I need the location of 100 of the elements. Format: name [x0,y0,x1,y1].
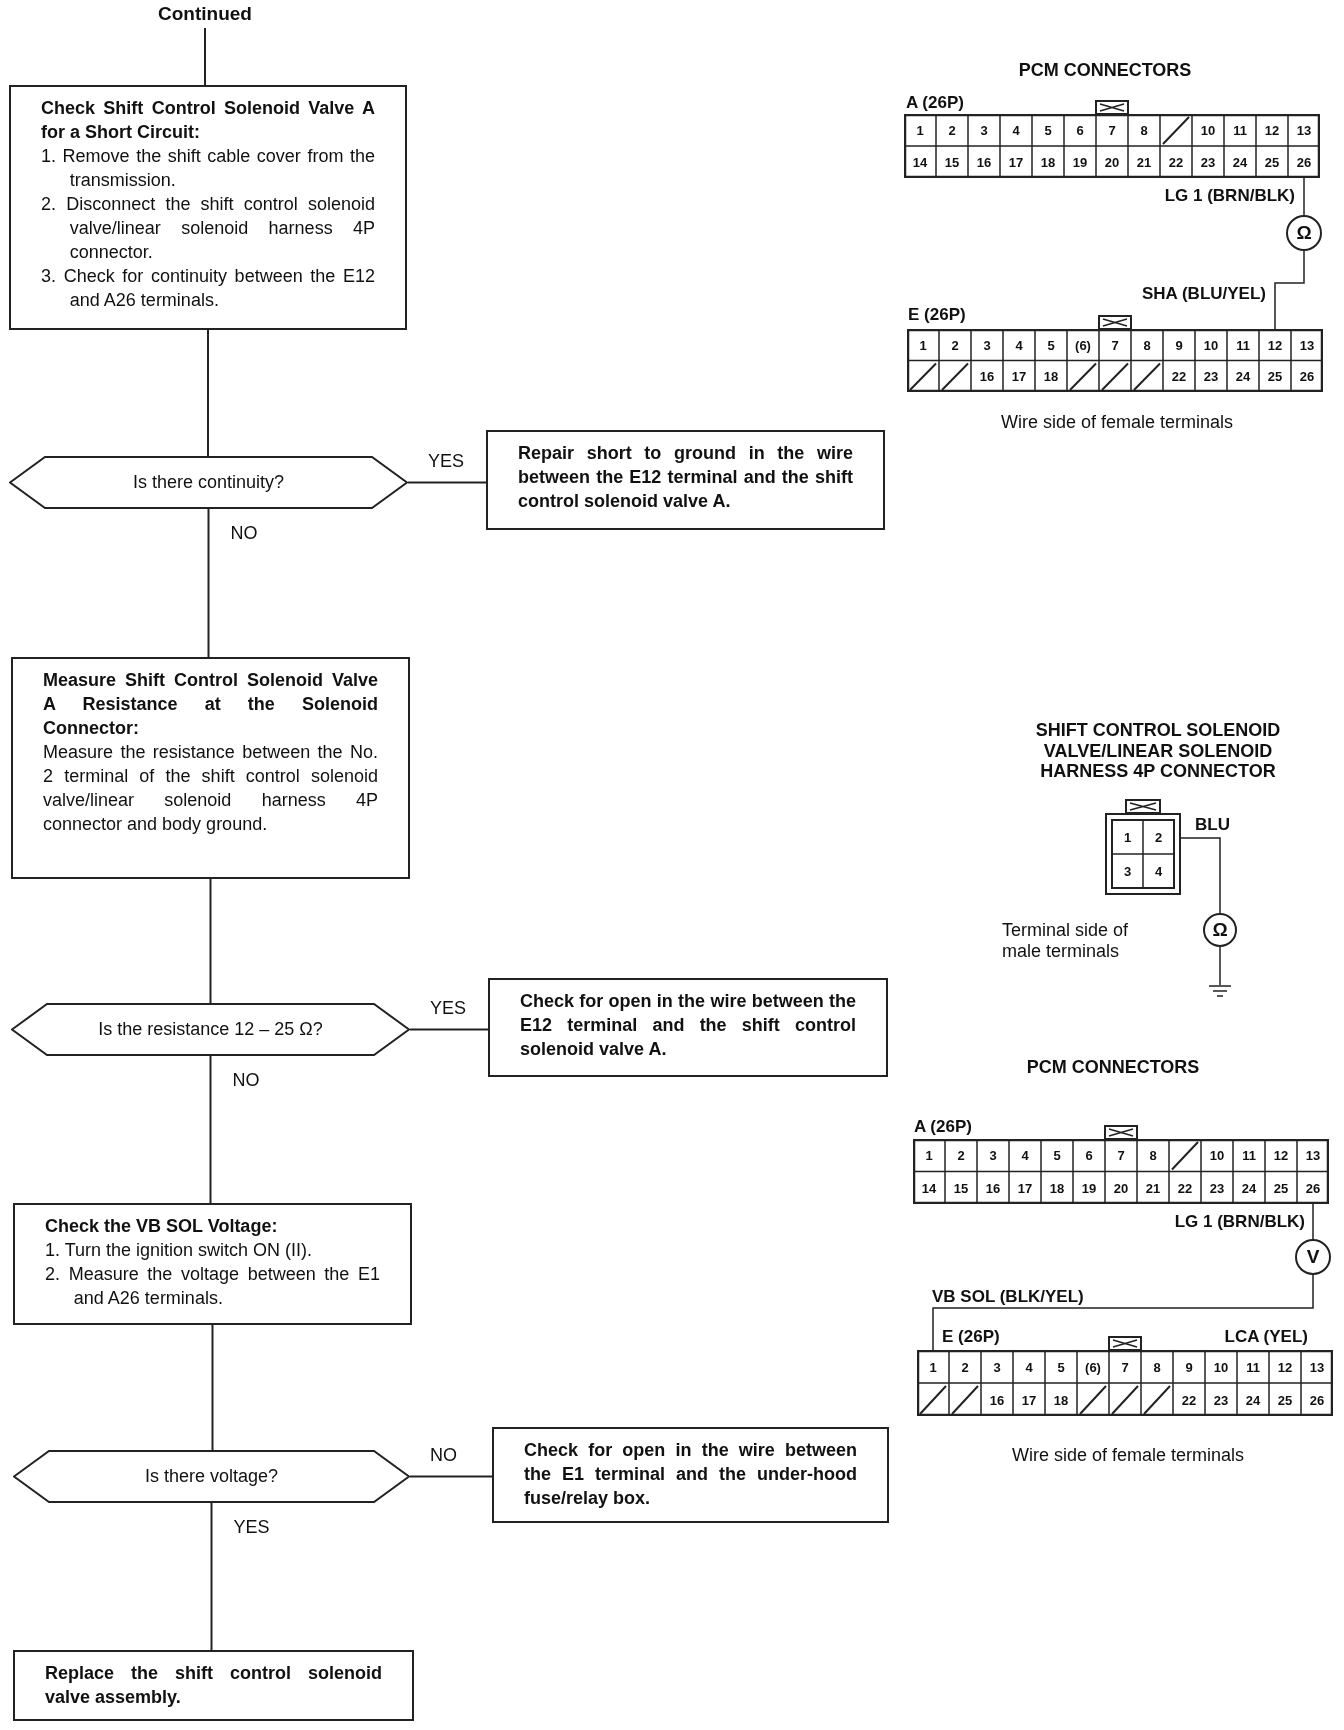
pin-number: 11 [1246,1359,1260,1374]
view-note: Terminal side of male terminals [1002,920,1130,962]
wire-label: VB SOL (BLK/YEL) [930,1287,1086,1307]
connector-name: E (26P) [908,305,966,325]
wire [1274,250,1305,330]
connector-title: PCM CONNECTORS [1018,59,1192,81]
pin-number: (6) [1075,337,1091,353]
pin-number: 15 [953,1180,969,1196]
pin-number: 8 [1153,1359,1161,1374]
pin-number: 4 [1025,1359,1033,1374]
pin-number: 8 [1143,337,1151,353]
continuation-label: Continued [150,0,260,28]
flow-line [209,878,212,1004]
connector-face [913,1139,1329,1204]
pin-number: 17 [1011,368,1027,384]
pin-number: 19 [1072,154,1088,170]
pin-number: 13 [1296,122,1312,138]
question-text: Is there voltage? [144,1466,279,1487]
wire-label: SHA (BLU/YEL) [1139,284,1268,304]
pin-number: 24 [1241,1180,1257,1196]
connector-title: PCM CONNECTORS [1026,1056,1200,1078]
pin-number: 18 [1053,1392,1069,1407]
pin-number: 8 [1140,122,1148,138]
pin-number: 1 [1123,829,1132,845]
pin-number: 11 [1233,122,1247,138]
pin-number: (6) [1085,1359,1101,1374]
pin-number: 20 [1104,154,1120,170]
pin-number: 23 [1203,368,1219,384]
meter-symbol: Ω [1203,913,1237,947]
pin-number: 3 [1123,863,1132,879]
action-text: Check for open in the wire between the E1 terminal and the under-hood fuse/relay box. [524,1439,857,1510]
pin-number: 23 [1209,1180,1225,1196]
pin-number: 25 [1264,154,1280,170]
wire [1219,946,1221,986]
pin-number: 3 [989,1147,997,1163]
wire [932,1274,1314,1351]
pin-number: 5 [1047,337,1055,353]
pin-number: 13 [1299,337,1315,353]
pin-number: 7 [1121,1359,1129,1374]
pin-number: 12 [1273,1147,1289,1163]
connector-name: A (26P) [906,93,964,113]
pin-number: 23 [1213,1392,1229,1407]
pin-number: 16 [979,368,995,384]
step-instruction: 3. Check for continuity between the E12 and A26 terminals. [41,265,375,312]
connector-face [907,329,1323,392]
pin-number: 26 [1296,154,1312,170]
pin-number: 14 [912,154,928,170]
pin-number: 26 [1299,368,1315,384]
pin-number: 13 [1305,1147,1321,1163]
pin-number: 22 [1171,368,1187,384]
pin-number: 13 [1309,1359,1325,1374]
decision-shape [13,1450,410,1503]
meter-symbol: Ω [1286,215,1322,251]
pin-number: 5 [1057,1359,1065,1374]
pin-number: 10 [1200,122,1216,138]
process-box [492,1427,889,1523]
pin-number: 22 [1177,1180,1193,1196]
pin-number: 21 [1136,154,1152,170]
decision-shape [11,1003,410,1056]
pin-number: 6 [1076,122,1084,138]
pin-number: 2 [948,122,956,138]
pin-number: 15 [944,154,960,170]
pin-number: 9 [1185,1359,1193,1374]
action-text: Replace the shift control solenoid valve assembly. [45,1662,382,1709]
flow-line [207,329,209,457]
pin-number: 18 [1043,368,1059,384]
pin-number: 1 [929,1359,937,1374]
step-heading: Check the VB SOL Voltage: [45,1215,279,1238]
pin-number: 26 [1309,1392,1325,1407]
pin-number: 7 [1117,1147,1125,1163]
process-box [488,978,888,1077]
question-text: Is the resistance 12 – 25 Ω? [98,1019,323,1040]
pin-number: 17 [1017,1180,1033,1196]
pin-number: 1 [919,337,927,353]
decision-shape [9,456,408,509]
wire [1180,837,1221,914]
flow-line [207,508,210,658]
flow-line [204,27,206,86]
pin-number: 1 [916,122,924,138]
pin-number: 8 [1149,1147,1157,1163]
flow-line [409,1475,493,1478]
pin-number: 16 [985,1180,1001,1196]
pin-number: 25 [1267,368,1283,384]
pin-number: 9 [1175,337,1183,353]
step-instruction: 1. Turn the ignition switch ON (II). [45,1239,314,1262]
connector-name: E (26P) [942,1327,1000,1347]
step-heading: Check Shift Control Solenoid Valve A for a Short Circuit: [41,97,375,144]
wire-label: LCA (YEL) [1224,1327,1308,1347]
step-instruction: 2. Disconnect the shift control solenoid valve/linear solenoid harness 4P connector. [41,193,375,264]
meter-symbol: V [1295,1239,1331,1275]
pin-number: 22 [1181,1392,1197,1407]
pin-number: 3 [983,337,991,353]
pin-number: 11 [1242,1147,1256,1163]
pin-number: 3 [980,122,988,138]
pin-number: 17 [1008,154,1024,170]
pin-number: 17 [1021,1392,1037,1407]
pin-number: 12 [1267,337,1283,353]
pin-number: 16 [976,154,992,170]
pin-number: 4 [1154,863,1163,879]
pin-number: 25 [1277,1392,1293,1407]
